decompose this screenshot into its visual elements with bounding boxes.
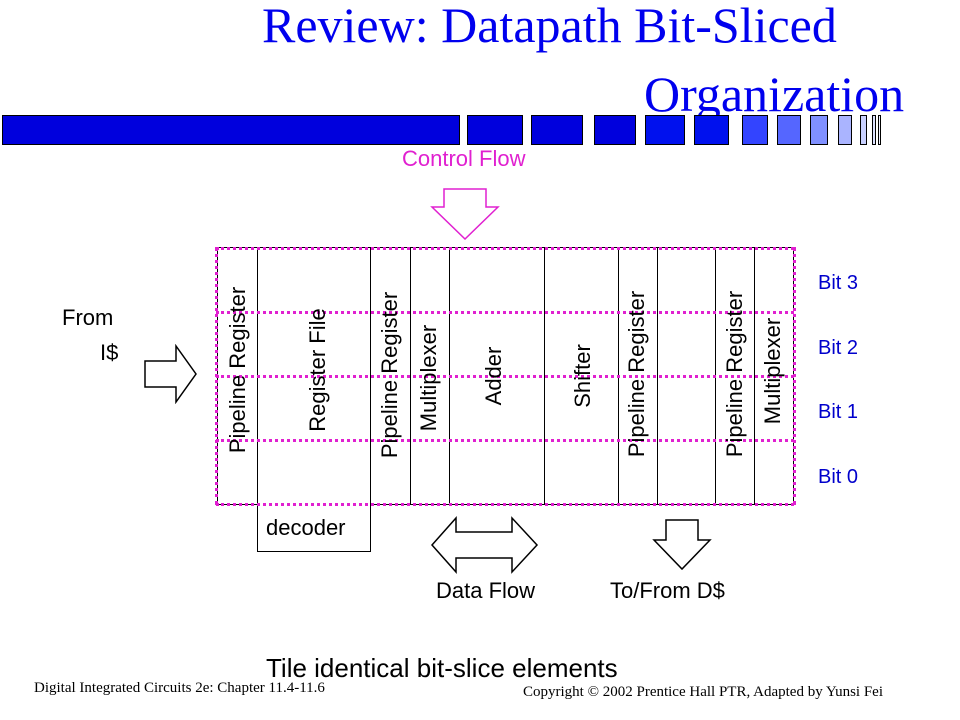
input-right-arrow [144, 344, 197, 404]
title-bar-segment [2, 115, 460, 145]
bit-slice-boundary [216, 375, 794, 378]
title-bar-segment [645, 115, 685, 145]
register-file-label: Register File [305, 308, 330, 432]
from-label: From [62, 305, 114, 330]
title-bar-segment [872, 115, 876, 145]
decoder-label: decoder [266, 515, 346, 540]
title-bar-segment [810, 115, 828, 145]
pipeline-register-label: Pipeline Register [225, 286, 250, 454]
slide-title-line1: Review: Datapath Bit-Sliced [262, 0, 837, 53]
pipeline-register-label: Pipeline Register [624, 290, 649, 458]
pipeline-register-label: Pipeline Register [377, 291, 402, 459]
title-bar-segment [694, 115, 729, 145]
title-bar-segment [594, 115, 636, 145]
multiplexer-label: Multiplexer [416, 324, 441, 432]
pipeline-register-label: Pipeline Register [722, 290, 747, 458]
diagram-caption: Tile identical bit-slice elements [266, 653, 618, 683]
data-flow-double-arrow [430, 516, 539, 574]
footer-copyright: Copyright © 2002 Prentice Hall PTR, Adap… [523, 684, 883, 700]
bit-label: Bit 3 [818, 272, 859, 294]
title-bar-segment [531, 115, 583, 145]
control-flow-down-arrow [430, 188, 500, 240]
shifter-label: Shifter [570, 344, 595, 408]
multiplexer-label: Multiplexer [760, 317, 785, 425]
bit-slice-boundary [215, 247, 218, 505]
data-flow-label: Data Flow [436, 578, 536, 603]
register-file-block [257, 247, 371, 552]
bit-slice-boundary [216, 439, 794, 442]
title-bar-segment [860, 115, 867, 145]
slide-title-line2: Organization [644, 66, 905, 122]
title-bar-segment [742, 115, 768, 145]
title-bar-segment [878, 115, 881, 145]
title-bar-segment [777, 115, 801, 145]
bit-label: Bit 1 [818, 401, 859, 423]
dcache-label: To/From D$ [610, 578, 725, 603]
adder-label: Adder [481, 346, 506, 406]
dcache-down-arrow [652, 519, 712, 571]
control-flow-label: Control Flow [402, 146, 526, 171]
bit-slice-boundary [216, 247, 794, 250]
title-bar-segment [467, 115, 523, 145]
bit-slice-boundary [216, 503, 794, 506]
footer-chapter: Digital Integrated Circuits 2e: Chapter … [34, 680, 325, 696]
bit-slice-boundary [216, 311, 794, 314]
title-bar-segment [838, 115, 852, 145]
bit-label: Bit 2 [818, 337, 859, 359]
bit-slice-boundary [793, 247, 796, 505]
bit-label: Bit 0 [818, 466, 859, 488]
icache-label: I$ [100, 340, 119, 365]
